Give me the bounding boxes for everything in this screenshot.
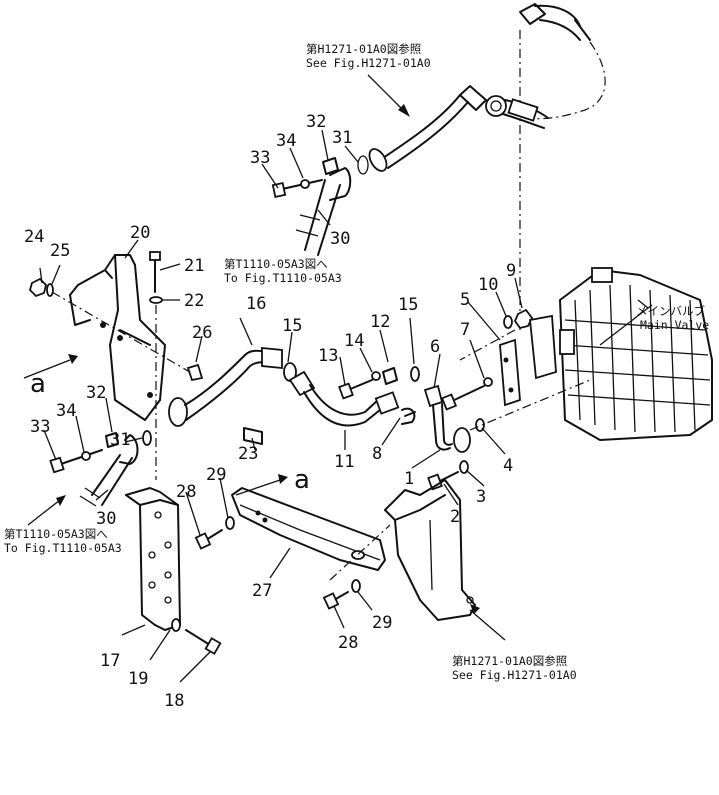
part-label-21: 21 (184, 256, 204, 276)
part-label-4: 4 (503, 456, 513, 476)
part-label-28-upper: 28 (176, 482, 196, 502)
part-label-8: 8 (372, 444, 382, 464)
part-label-24: 24 (24, 227, 44, 247)
part-label-6: 6 (430, 337, 440, 357)
part-label-15-left: 15 (282, 316, 302, 336)
bracket-20 (28, 251, 204, 480)
ref-mid-en: To Fig.T1110-05A3 (224, 271, 342, 285)
part-label-5: 5 (460, 290, 470, 310)
view-mark-center: a (294, 465, 310, 495)
part-label-18: 18 (164, 691, 184, 711)
part-label-11: 11 (334, 452, 354, 472)
part-label-14: 14 (344, 331, 364, 351)
ref-top-en: See Fig.H1271-01A0 (306, 56, 431, 70)
top-hose-assembly (367, 3, 606, 330)
part-label-12: 12 (370, 312, 390, 332)
part-label-9: 9 (506, 261, 516, 281)
part-label-25: 25 (50, 241, 70, 261)
view-mark-left: a (30, 369, 46, 399)
part-label-32-lower: 32 (86, 383, 106, 403)
bracket-17 (125, 487, 222, 655)
part-label-3: 3 (476, 487, 486, 507)
part-label-29-upper: 29 (206, 465, 226, 485)
main-valve-label-jp: メインバルブ (636, 304, 705, 318)
ref-left-jp: 第T1110-05A3図へ (4, 527, 108, 541)
part-label-15-right: 15 (398, 295, 418, 315)
part-label-7: 7 (460, 320, 470, 340)
part-label-30-upper: 30 (330, 229, 350, 249)
part-label-34-lower: 34 (56, 401, 76, 421)
bracket-27 (194, 487, 391, 610)
part-label-33-upper: 33 (250, 148, 270, 168)
upper-flange-group (271, 155, 369, 256)
reference-texts: 第H1271-01A0図参照 See Fig.H1271-01A0 第T1110… (4, 42, 709, 682)
part-numbers: 1 2 3 4 5 6 7 8 9 10 11 12 13 14 15 15 1… (24, 112, 516, 711)
part-label-16: 16 (246, 294, 266, 314)
part-label-31-lower: 31 (110, 430, 130, 450)
main-valve (529, 267, 713, 441)
part-label-22: 22 (184, 291, 204, 311)
pipe-1-group (423, 308, 591, 491)
part-label-20: 20 (130, 223, 150, 243)
part-label-32-upper: 32 (306, 112, 326, 132)
ref-mid-jp: 第T1110-05A3図へ (224, 257, 328, 271)
hose-11-group (288, 366, 420, 450)
part-label-10: 10 (478, 275, 498, 295)
ref-top-jp: 第H1271-01A0図参照 (306, 42, 421, 56)
part-label-26: 26 (192, 323, 212, 343)
ref-bottom-en: See Fig.H1271-01A0 (452, 668, 577, 682)
part-label-27: 27 (252, 581, 272, 601)
leader-lines (23, 129, 653, 683)
part-label-19: 19 (128, 669, 148, 689)
ref-bottom-jp: 第H1271-01A0図参照 (452, 654, 567, 668)
part-label-29-lower: 29 (372, 613, 392, 633)
ref-left-en: To Fig.T1110-05A3 (4, 541, 122, 555)
part-label-33-lower: 33 (30, 417, 50, 437)
main-valve-label-en: Main Valve (640, 318, 709, 332)
part-label-1: 1 (404, 469, 414, 489)
part-label-17: 17 (100, 651, 120, 671)
part-label-2: 2 (450, 507, 460, 527)
part-label-34-upper: 34 (276, 131, 296, 151)
right-lower-bracket (384, 479, 506, 641)
part-label-23: 23 (238, 444, 258, 464)
part-label-30-lower: 30 (96, 509, 116, 529)
part-label-13: 13 (318, 346, 338, 366)
part-label-28-lower: 28 (338, 633, 358, 653)
part-label-31-upper: 31 (332, 128, 352, 148)
